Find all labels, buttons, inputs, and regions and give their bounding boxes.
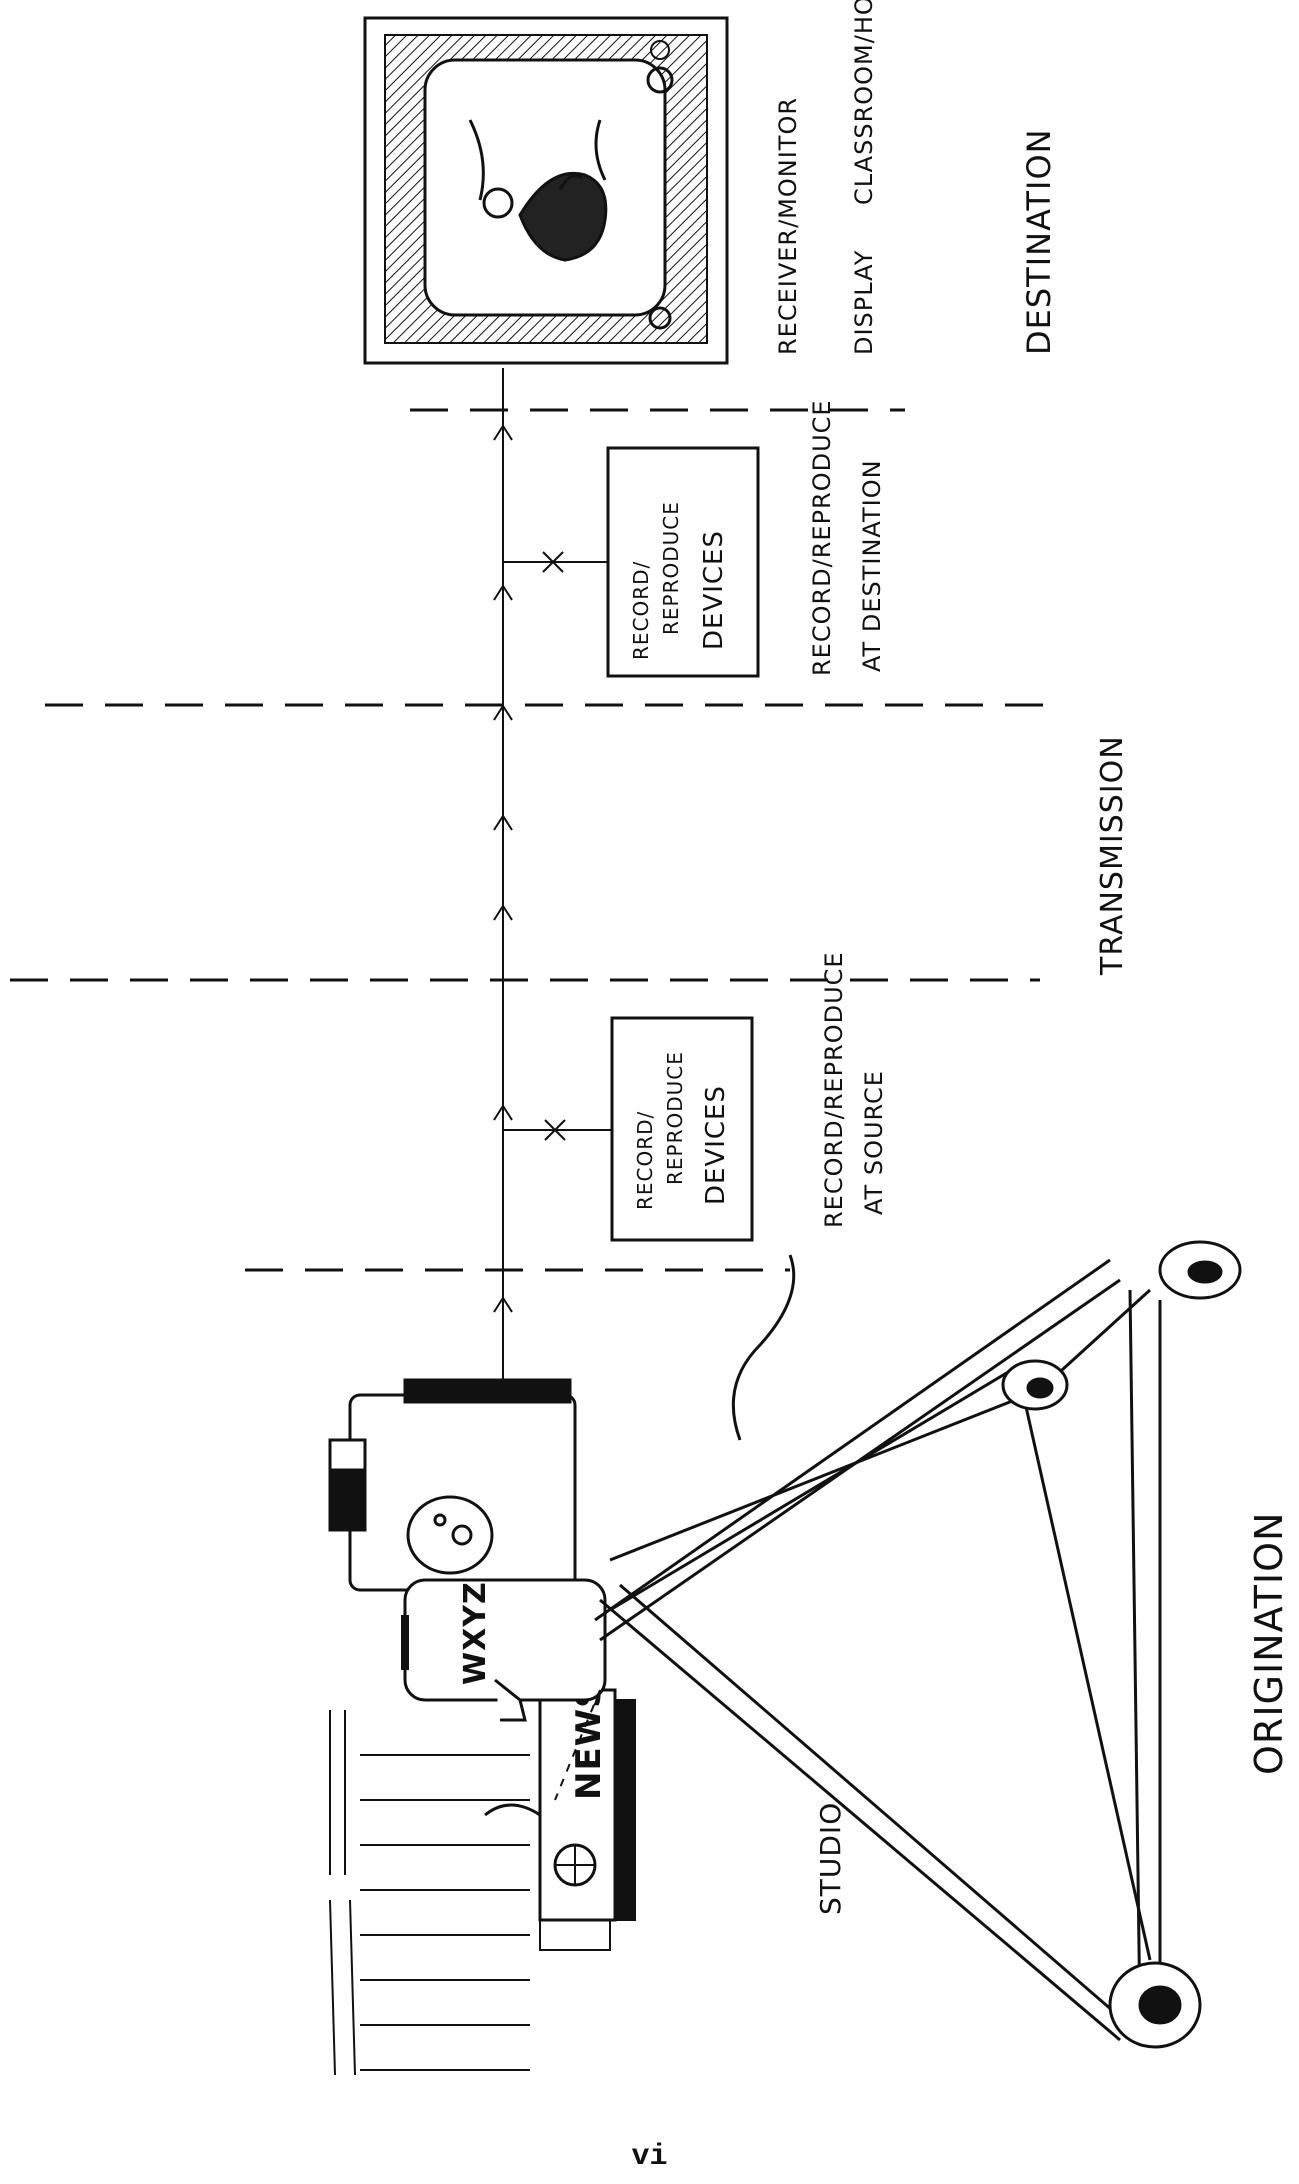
tv-receiver [365, 18, 727, 363]
signal-path [494, 368, 612, 1400]
origination-label: ORIGINATION [1247, 1512, 1291, 1775]
record-reproduce-source-label: RECORD/REPRODUCE [820, 951, 848, 1228]
section-dividers [10, 410, 1065, 1270]
receiver-monitor-label: RECEIVER/MONITOR [774, 97, 802, 355]
destination-label: DESTINATION [1020, 128, 1058, 355]
device-box-line1: RECORD/ [629, 561, 653, 660]
device-box-line2: REPRODUCE [659, 501, 683, 635]
device-box-line2: REPRODUCE [663, 1051, 687, 1185]
classroom-home-label: CLASSROOM/HOME [850, 0, 878, 205]
camera-front [405, 1580, 605, 1700]
device-box-destination: RECORD/ REPRODUCE DEVICES [608, 448, 758, 676]
camera-cable [733, 1255, 793, 1440]
studio-set: NEWS [330, 1682, 635, 2075]
device-box-line1: RECORD/ [633, 1111, 657, 1210]
studio-backdrop-lines [360, 1755, 530, 2070]
at-destination-label: AT DESTINATION [858, 459, 886, 672]
transmission-label: TRANSMISSION [1095, 735, 1130, 976]
camera-station-sign: WXYZ [458, 1581, 493, 1685]
camera-lens [408, 1497, 492, 1573]
camera-viewfinder [330, 1470, 365, 1530]
studio-label: STUDIO [814, 1802, 847, 1915]
at-source-label: AT SOURCE [860, 1070, 888, 1215]
display-label: DISPLAY [850, 250, 878, 355]
device-box-source: RECORD/ REPRODUCE DEVICES [612, 1018, 752, 1240]
record-reproduce-destination-label: RECORD/REPRODUCE [808, 399, 836, 676]
tripod [595, 1260, 1160, 2040]
device-box-line3: DEVICES [701, 1085, 731, 1205]
device-box-line3: DEVICES [699, 530, 729, 650]
tv-camera: WXYZ [330, 1242, 1240, 2047]
page-number: vi [0, 2140, 1299, 2174]
